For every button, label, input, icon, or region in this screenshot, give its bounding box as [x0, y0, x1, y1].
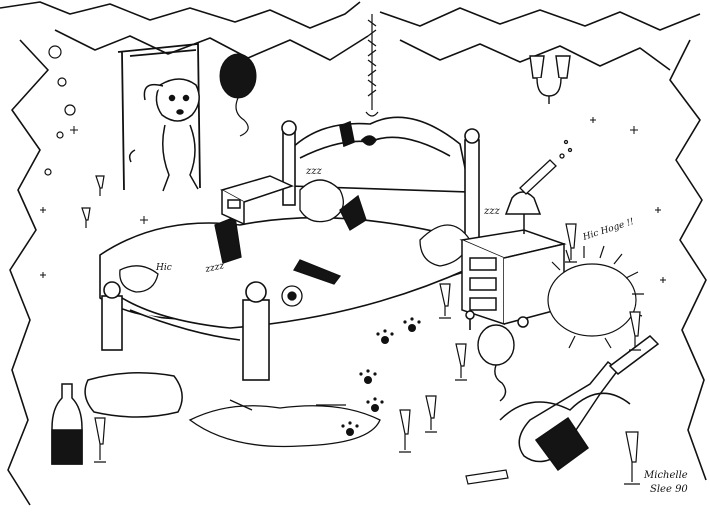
- champagne-bottle-right: [499, 335, 660, 472]
- left-nightstand: [220, 175, 295, 226]
- shocked-dog: [128, 78, 200, 192]
- wall-lamp: [529, 55, 571, 104]
- hanging-chain: [365, 14, 379, 117]
- white-balloon: [477, 324, 515, 402]
- black-balloon: [219, 53, 257, 137]
- bubbles: [44, 45, 76, 176]
- hic-caption-right: Hic Hoge !!: [581, 217, 636, 243]
- porcupine: [547, 245, 644, 349]
- sleeping-creatures: [119, 179, 471, 307]
- spilled-puddle: [188, 399, 381, 448]
- right-nightstand: [459, 191, 567, 328]
- hic-caption-left: Hic: [155, 263, 172, 273]
- paw-prints: [341, 317, 421, 436]
- flying-cork-bottle: [519, 139, 573, 195]
- sparkle-decorations: [40, 117, 666, 283]
- snore-floor: zzzz: [204, 261, 226, 275]
- snore-right: zzz: [483, 206, 501, 217]
- snore-bed: zzz: [305, 166, 323, 177]
- bed-headboard: [281, 116, 480, 241]
- champagne-bottle-left: [51, 383, 83, 465]
- doorway: [117, 43, 201, 191]
- bed: [99, 216, 471, 381]
- champagne-glasses: [81, 175, 641, 485]
- floor-pillow: [84, 372, 183, 418]
- signature-name: Michelle: [643, 470, 688, 481]
- signature-year: Slee 90: [650, 484, 688, 495]
